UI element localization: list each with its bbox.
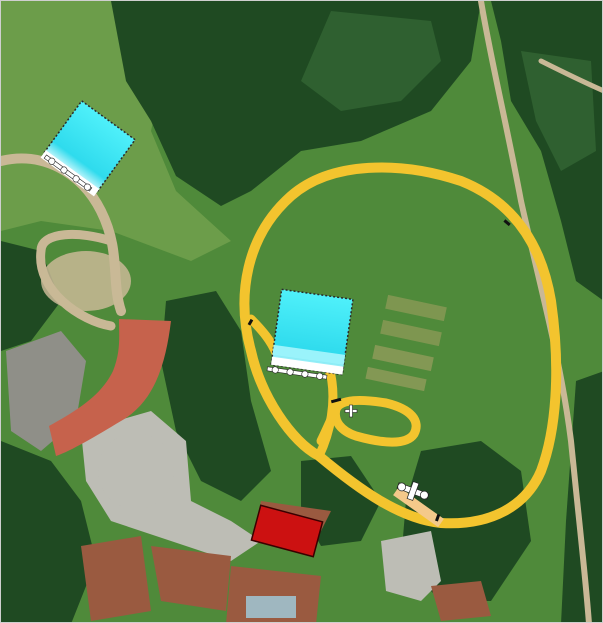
crop-strip <box>385 294 447 322</box>
sand-arena <box>41 251 131 311</box>
cyan-marker-loop[interactable] <box>270 288 354 376</box>
aircraft-row-loop <box>266 366 328 380</box>
forest-west-lower <box>1 441 96 622</box>
track-link[interactable] <box>316 404 341 446</box>
track-marker <box>330 397 342 404</box>
red-building-marker[interactable] <box>250 504 324 558</box>
building-south-1 <box>81 536 151 621</box>
glass-roof <box>246 596 296 618</box>
aircraft-row-north <box>43 154 93 192</box>
building-southeast <box>431 581 491 621</box>
aircraft-icon <box>43 154 93 192</box>
forest-east <box>561 371 602 622</box>
runway-segment[interactable] <box>393 486 444 528</box>
dirt-path-east-branch <box>538 58 602 93</box>
red-marker-body <box>250 504 324 558</box>
forest-central <box>161 291 271 501</box>
main-building-roof <box>49 319 171 456</box>
aircraft-icon <box>266 366 328 380</box>
small-plane-icon <box>396 481 430 501</box>
track-marker <box>247 318 254 326</box>
crop-strips <box>365 294 447 392</box>
cyan-marker-band <box>272 344 346 365</box>
crop-strip <box>372 344 434 372</box>
crop-strip <box>380 319 442 347</box>
crop-strip <box>365 366 427 392</box>
track-marker <box>503 219 511 227</box>
track-small-loop[interactable] <box>330 396 421 447</box>
plaza-roundabout <box>98 433 174 509</box>
glider-icon <box>344 404 358 418</box>
parking-lot-east <box>381 531 441 601</box>
track-marker <box>435 513 441 522</box>
track-main-loop[interactable] <box>239 162 562 529</box>
building-south-2 <box>151 546 231 611</box>
cyan-marker-band <box>271 356 344 375</box>
forest-north-highlight <box>301 11 441 111</box>
